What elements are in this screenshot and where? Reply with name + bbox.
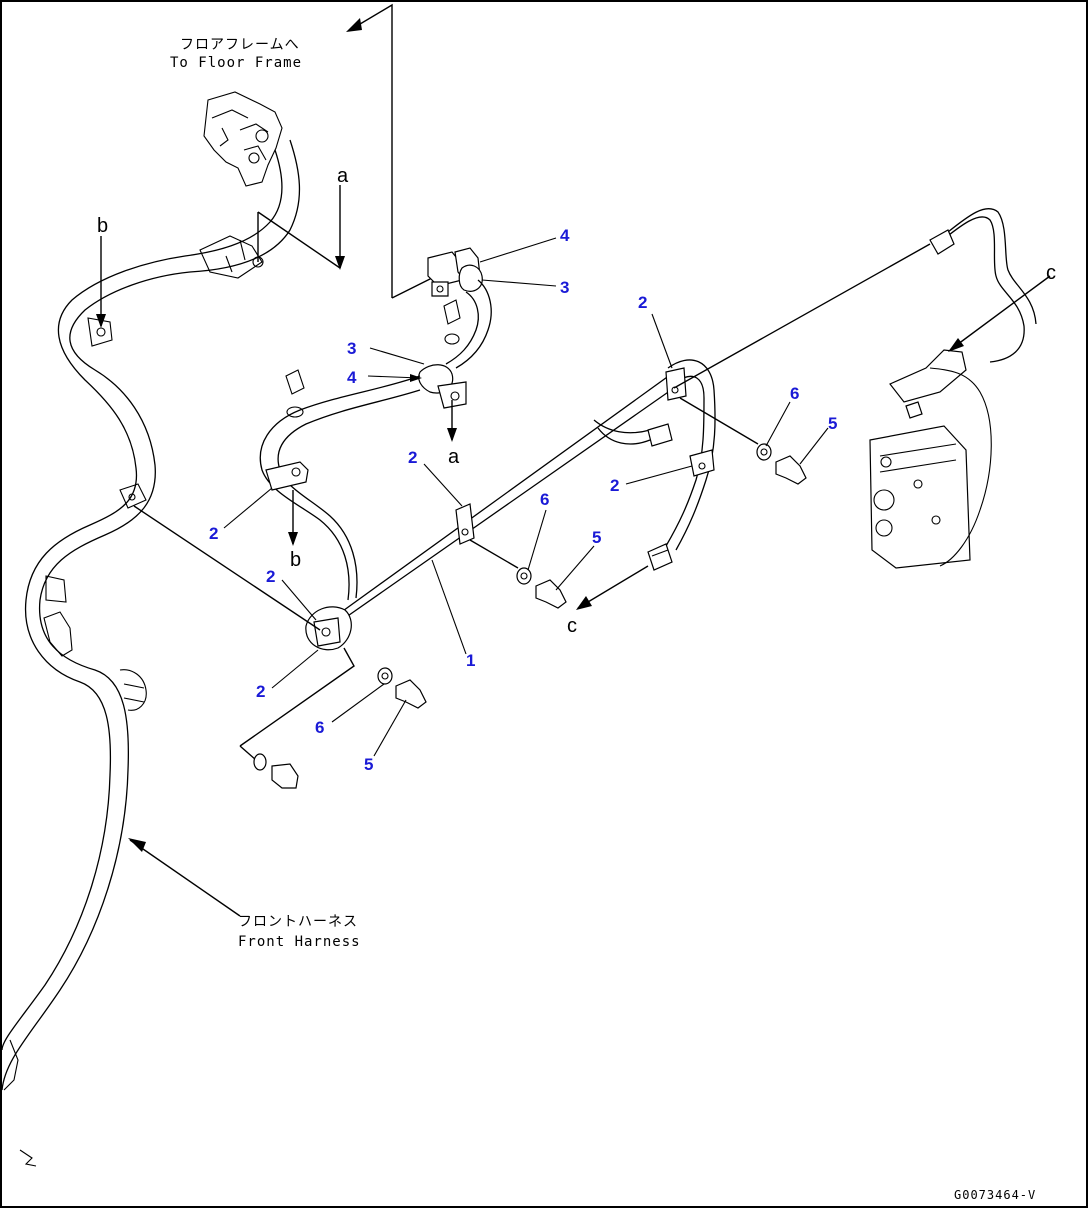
callout-5-left: 5: [364, 755, 373, 774]
callout-5-right: 5: [828, 414, 837, 433]
callout-6-right: 6: [790, 384, 799, 403]
front-harness-label-en: Front Harness: [238, 934, 361, 950]
callout-1: 1: [466, 651, 475, 670]
fasteners: [253, 443, 807, 789]
main-harness-1: [305, 359, 716, 651]
ref-letter-c-bottom: c: [567, 615, 577, 637]
front-harness-label-jp: フロントハーネス: [238, 914, 358, 930]
front-harness: [1, 139, 301, 1167]
ref-letter-a-top: a: [337, 165, 349, 187]
top-bracket-assembly: [427, 247, 492, 369]
ref-b-top: b: [96, 215, 108, 328]
floor-frame-label-jp: フロアフレームへ: [180, 37, 300, 53]
floor-frame-arrow: [346, 3, 441, 299]
callout-5-center: 5: [592, 528, 601, 547]
callout-3-top: 3: [560, 278, 569, 297]
ref-letter-c-top: c: [1046, 262, 1056, 284]
floor-frame-connector: [203, 91, 283, 187]
harness-loop-left: b: [259, 369, 421, 601]
callout-6-center: 6: [540, 490, 549, 509]
callout-2-lower-left: 2: [266, 567, 275, 586]
leader-lines: [128, 243, 1051, 917]
callout-2-right: 2: [610, 476, 619, 495]
drawing-code: G0073464-V: [954, 1188, 1036, 1202]
ref-letter-b-bottom: b: [290, 549, 301, 571]
ref-a-top: a: [257, 165, 349, 270]
callout-3-mid: 3: [347, 339, 356, 358]
callout-2-left: 2: [209, 524, 218, 543]
mid-bracket-assembly: a: [418, 364, 467, 468]
callout-2-upper-right: 2: [638, 293, 647, 312]
callout-4-top: 4: [560, 226, 570, 245]
ref-letter-b-top: b: [97, 215, 108, 237]
callout-4-mid: 4: [347, 368, 357, 387]
floor-frame-label-en: To Floor Frame: [170, 55, 302, 71]
ref-letter-a-bottom: a: [448, 446, 460, 468]
callout-leaders: [223, 237, 829, 757]
callout-2-center: 2: [408, 448, 417, 467]
right-valve-assembly: [869, 208, 1037, 569]
callout-6-left: 6: [315, 718, 324, 737]
callout-2-bottom-left: 2: [256, 682, 265, 701]
